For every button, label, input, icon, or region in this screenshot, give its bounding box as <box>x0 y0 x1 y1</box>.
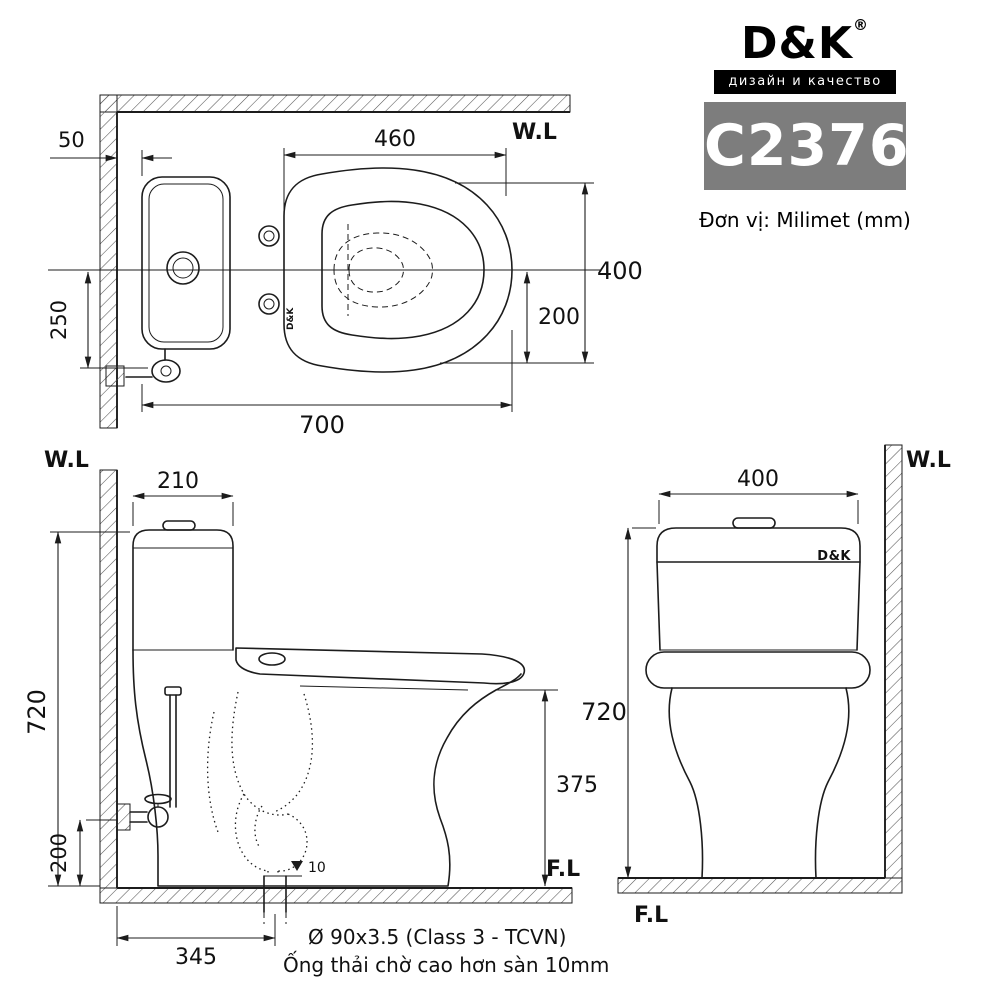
side-view-wall <box>99 469 118 889</box>
dim-total-height-side: 720 <box>23 531 130 887</box>
trap-curve <box>267 871 279 876</box>
dim-wall-gap: 50 <box>50 128 172 176</box>
front-view-floor <box>617 877 903 894</box>
side-view-floor <box>99 887 573 904</box>
flush-button-side <box>162 520 196 531</box>
pipe-spec-note: Ø 90x3.5 (Class 3 - TCVN) <box>308 925 566 949</box>
dim-label-210: 210 <box>157 469 199 494</box>
dim-label-400: 400 <box>597 257 643 285</box>
trapway-dotted <box>206 691 313 876</box>
pedestal-side <box>132 649 522 887</box>
trap-curve <box>206 711 219 833</box>
supply-valve <box>151 359 181 383</box>
flush-button-inner <box>172 257 194 279</box>
seat-opening <box>321 200 485 340</box>
top-view-back-wall <box>99 94 571 113</box>
tank-brand-mark: D&K <box>817 549 851 564</box>
dim-label-345: 345 <box>175 945 217 970</box>
dim-total-depth: 700 <box>141 330 513 439</box>
dim-outlet-setout: 345 <box>116 906 276 970</box>
unit-note: Đơn vị: Milimet (mm) <box>699 208 911 233</box>
dim-supply-height: 200 <box>47 819 117 887</box>
wall-fitting <box>116 803 131 831</box>
seat-front <box>645 651 871 689</box>
tank-top-view <box>141 176 231 350</box>
water-supply-side-view <box>116 686 182 831</box>
brand-logo: D&K <box>741 18 853 69</box>
dim-label-375: 375 <box>556 773 598 798</box>
sump-dashed <box>348 247 404 293</box>
seat-hinge-bolts <box>258 225 280 315</box>
dim-width-front: 400 <box>658 467 859 524</box>
dim-label-50: 50 <box>58 128 85 152</box>
seat-hinge <box>258 652 286 666</box>
trap-curve <box>277 813 308 872</box>
dim-label-250: 250 <box>47 300 71 340</box>
hinge-bolt-inner <box>263 298 275 310</box>
brand-block: D&K® дизайн и качество C2376 Đơn vị: Mil… <box>693 16 917 233</box>
dim-seat-width: 460 <box>283 127 507 210</box>
trap-curve <box>273 693 313 813</box>
dim-center-to-edge: 200 <box>523 271 580 364</box>
front-view-wall <box>884 444 903 879</box>
outlet-pipe <box>263 875 287 924</box>
registered-mark: ® <box>853 16 869 34</box>
bowl-top-view: D&K <box>283 167 513 373</box>
floor-line-label: F.L <box>634 903 668 928</box>
hinge-bolt-inner <box>263 230 275 242</box>
tank-outline <box>141 176 231 350</box>
top-view: W.L D&K <box>47 94 643 439</box>
dim-label-460: 460 <box>374 127 416 152</box>
toilet-front-view: D&K <box>645 517 871 879</box>
outlet-rise-marker: 10 <box>286 860 326 877</box>
brand-tagline: дизайн и качество <box>714 70 896 95</box>
seat-outline <box>283 167 513 373</box>
hinge-bolt <box>258 293 280 315</box>
floor-line-label: F.L <box>546 857 580 882</box>
front-view: W.L F.L D&K 400 <box>581 444 951 928</box>
tank-lid-front <box>656 527 861 563</box>
rise-label-10: 10 <box>308 860 326 876</box>
tank-front-sides <box>656 561 861 651</box>
trap-curve <box>234 793 269 872</box>
dim-rim-height: 375 <box>495 689 598 887</box>
seat-cover-side <box>235 647 526 685</box>
dim-label-400: 400 <box>737 467 779 492</box>
brand-logo-row: D&K® <box>693 16 917 69</box>
dim-label-200: 200 <box>538 305 580 330</box>
wall-line-label: W.L <box>906 448 951 473</box>
supply-valve-inner <box>160 365 172 377</box>
flush-button-front <box>732 517 776 529</box>
rise-marker-triangle <box>291 861 303 871</box>
wall-line-label: W.L <box>512 120 557 145</box>
side-view: W.L F.L <box>23 448 609 977</box>
trap-curve <box>231 691 289 816</box>
hinge-bolt <box>258 225 280 247</box>
flush-button <box>166 251 200 285</box>
valve-handle <box>144 793 172 805</box>
shutoff-valve <box>147 806 169 828</box>
rim-underside-line <box>299 685 469 691</box>
water-supply-top-view <box>105 348 181 387</box>
tank-lid-inner <box>148 183 224 343</box>
dim-label-200: 200 <box>47 833 71 873</box>
dim-bowl-width: 400 <box>440 182 643 364</box>
model-badge: C2376 <box>704 102 908 191</box>
wall-fitting <box>105 365 125 387</box>
dim-label-720: 720 <box>581 698 627 726</box>
dim-label-720: 720 <box>23 689 51 735</box>
wall-line-label: W.L <box>44 448 89 473</box>
tank-inlet-fitting <box>164 686 182 696</box>
pedestal-front <box>668 687 850 879</box>
outlet-note: Ống thải chờ cao hơn sàn 10mm <box>283 951 609 977</box>
dim-height-front: 720 <box>581 527 656 879</box>
dim-tank-depth: 210 <box>132 469 234 526</box>
dim-label-700: 700 <box>299 411 345 439</box>
seat-brand-mark: D&K <box>286 307 296 330</box>
water-area-dashed <box>333 232 433 308</box>
toilet-side-view: 10 <box>116 520 526 924</box>
dim-supply-offset: 250 <box>47 271 148 369</box>
trap-curve <box>254 805 263 849</box>
